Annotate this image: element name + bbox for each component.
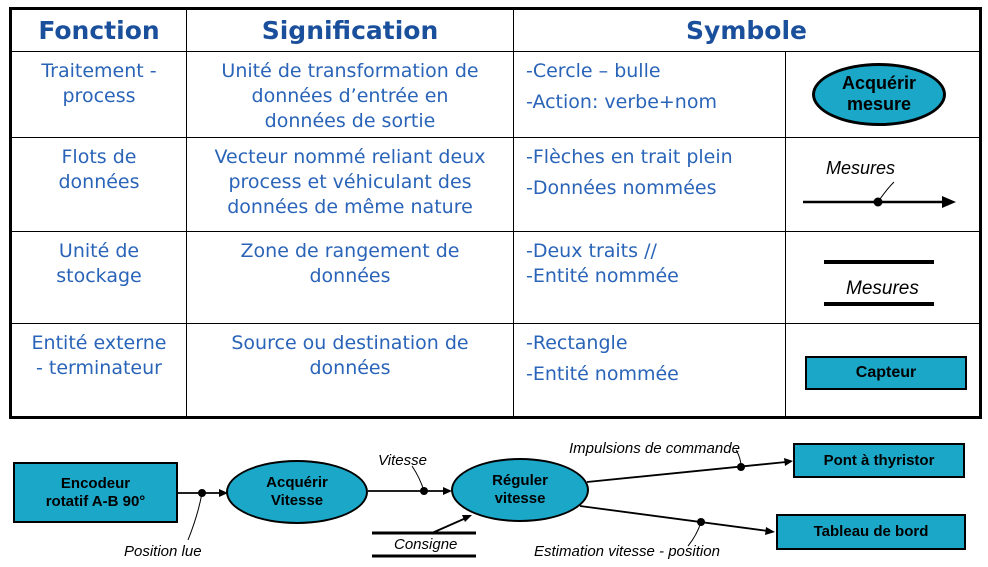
flow-impulsions xyxy=(586,461,787,483)
flow-label-leader xyxy=(877,181,895,203)
symbole-cell: -Deux traits // -Entité nommée xyxy=(513,230,786,324)
arrowhead-icon xyxy=(219,489,228,497)
fonction-cell: Unité de stockage xyxy=(10,230,187,324)
symbole-cell: -Rectangle -Entité nommée xyxy=(513,322,786,419)
flow-symbol xyxy=(803,181,956,208)
encodeur-entity: Encodeur rotatif A-B 90° xyxy=(13,462,178,523)
arrowhead-icon xyxy=(942,195,956,208)
flow-estimation xyxy=(579,505,769,532)
flow-label-position-lue: Position lue xyxy=(124,543,202,560)
symbol-cell-entity: Capteur xyxy=(784,322,982,419)
table-row: Entité externe - terminateur Source ou d… xyxy=(10,322,982,419)
symbol-cell-process: Acquérir mesure xyxy=(784,50,982,138)
arrowhead-icon xyxy=(784,458,793,466)
header-row: Fonction Signification Symbole xyxy=(10,8,982,52)
flow-label-leader xyxy=(735,449,742,468)
flow-label-leader xyxy=(687,521,702,547)
signification-cell: Zone de rangement de données xyxy=(186,230,514,324)
legend-table: Fonction Signification Symbole Traitemen… xyxy=(9,7,983,419)
header-signification: Signification xyxy=(186,8,514,52)
signification-cell: Unité de transformation de données d’ent… xyxy=(186,50,514,138)
flow-symbol-label: Mesures xyxy=(826,157,896,178)
fonction-cell: Traitement - process xyxy=(10,50,187,138)
symbole-cell: -Flèches en trait plein -Données nommées xyxy=(513,136,786,232)
flow-label-impulsions: Impulsions de commande xyxy=(569,440,740,457)
process-symbol: Acquérir mesure xyxy=(812,62,946,126)
flow-label-estimation: Estimation vitesse - position xyxy=(534,543,720,560)
symbole-cell: -Cercle – bulle -Action: verbe+nom xyxy=(513,50,786,138)
table-row: Traitement - process Unité de transforma… xyxy=(10,50,982,138)
store-symbol xyxy=(824,259,934,306)
acquerir-vitesse-process: Acquérir Vitesse xyxy=(226,460,368,524)
signification-cell: Vecteur nommé reliant deux process et vé… xyxy=(186,136,514,232)
flow-label-leader xyxy=(187,492,203,541)
store-symbol-label: Mesures xyxy=(846,277,919,299)
header-symbole: Symbole xyxy=(512,8,982,52)
reguler-vitesse-process: Réguler vitesse xyxy=(451,458,589,522)
arrowhead-icon xyxy=(765,527,775,535)
signification-cell: Source ou destination de données xyxy=(186,322,514,419)
fonction-cell: Flots de données xyxy=(10,136,187,232)
flow-label-leader xyxy=(411,465,425,492)
symbol-cell-flow: Mesures xyxy=(784,136,982,232)
flow-label-vitesse: Vitesse xyxy=(378,452,427,469)
arrowhead-icon xyxy=(462,515,472,522)
flow-consigne xyxy=(431,517,467,534)
tableau-de-bord-entity: Tableau de bord xyxy=(776,514,966,550)
arrowhead-icon xyxy=(443,487,452,495)
entity-symbol: Capteur xyxy=(805,355,967,390)
fonction-cell: Entité externe - terminateur xyxy=(10,322,187,419)
pont-thyristor-entity: Pont à thyristor xyxy=(793,443,965,478)
flow-label-consigne: Consigne xyxy=(394,536,458,553)
table-row: Flots de données Vecteur nommé reliant d… xyxy=(10,136,982,232)
